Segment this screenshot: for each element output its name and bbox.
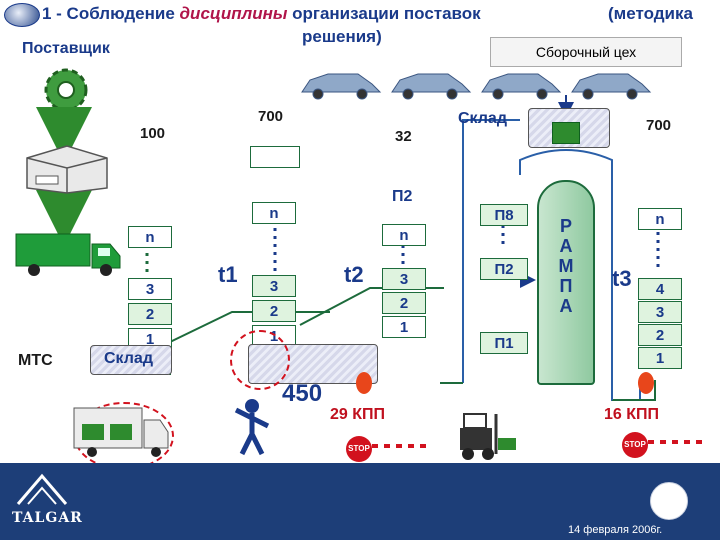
value-700-right: 700	[646, 117, 672, 134]
page-title: 1 - Соблюдение дисциплины организации по…	[42, 4, 693, 23]
supplier-queue-cell: 3	[128, 278, 172, 300]
car-row	[301, 73, 652, 100]
queue-t2-cell: 3	[382, 268, 426, 290]
car-icon	[571, 73, 652, 100]
warehouse-bottom	[90, 345, 172, 375]
warehouse-top-label: Склад	[458, 110, 507, 127]
car-icon	[301, 73, 382, 100]
barrier-icon	[372, 444, 432, 448]
truck-icon	[15, 233, 121, 276]
queue-t2-cell: n	[382, 224, 426, 246]
logo-icon	[4, 3, 40, 27]
warehouse-bottom-label: Склад	[104, 350, 153, 367]
globe-icon	[650, 482, 688, 520]
time-t2: t2	[344, 262, 364, 287]
value-450: 450	[282, 380, 323, 407]
queue-t1-cell: 3	[252, 275, 296, 297]
footer-date: 14 февраля 2006г.	[568, 524, 663, 536]
queue-t3-cell: 3	[638, 301, 682, 323]
talgar-logo-icon	[16, 473, 68, 505]
p-cell: П2	[480, 258, 528, 280]
highlight-ellipse	[230, 330, 290, 390]
car-icon	[391, 73, 472, 100]
supplier-label: Поставщик	[22, 40, 110, 57]
value-100: 100	[140, 125, 166, 142]
time-t3: t3	[612, 266, 632, 291]
kpp-left: 29 КПП	[330, 406, 386, 423]
queue-t2-cell: 1	[382, 316, 426, 338]
car-icon	[481, 73, 562, 100]
p-cell: П8	[480, 204, 528, 226]
queue-t1-cell: n	[252, 202, 296, 224]
forklift-icon	[460, 413, 516, 460]
workshop-label: Сборочный цех	[490, 37, 682, 67]
barrier-icon	[648, 440, 702, 444]
p2-label: П2	[392, 188, 413, 205]
ramp: Р А М П А	[537, 180, 595, 385]
queue-t3-cell: 2	[638, 324, 682, 346]
supplier-queue-cell: 1	[128, 328, 172, 350]
box-icon	[26, 145, 108, 194]
kpp-marker	[638, 372, 654, 394]
brand-name: TALGAR	[12, 510, 83, 526]
queue-t2-cell: 2	[382, 292, 426, 314]
mtc-label: МТС	[18, 352, 53, 369]
footer	[0, 463, 720, 540]
gear-icon	[44, 68, 88, 112]
stop-sign-icon: STOP	[346, 436, 372, 462]
queue-t1-cell: 2	[252, 300, 296, 322]
value-700: 700	[258, 108, 284, 125]
truck-icon	[73, 407, 169, 457]
supplier-queue-cell: 2	[128, 303, 172, 325]
p-cell: П1	[480, 332, 528, 354]
queue-t3-cell: n	[638, 208, 682, 230]
supplier-queue-cell: n	[128, 226, 172, 248]
kpp-marker	[356, 372, 372, 394]
queue-t3-cell: 1	[638, 347, 682, 369]
container-icon	[552, 122, 580, 144]
stop-sign-icon: STOP	[622, 432, 648, 458]
stock-box	[250, 146, 300, 168]
page-title-line2: решения)	[302, 27, 382, 46]
time-t1: t1	[218, 262, 238, 287]
queue-t3-cell: 4	[638, 278, 682, 300]
value-32: 32	[395, 128, 412, 145]
kpp-right: 16 КПП	[604, 406, 660, 423]
worker-icon	[234, 399, 270, 456]
